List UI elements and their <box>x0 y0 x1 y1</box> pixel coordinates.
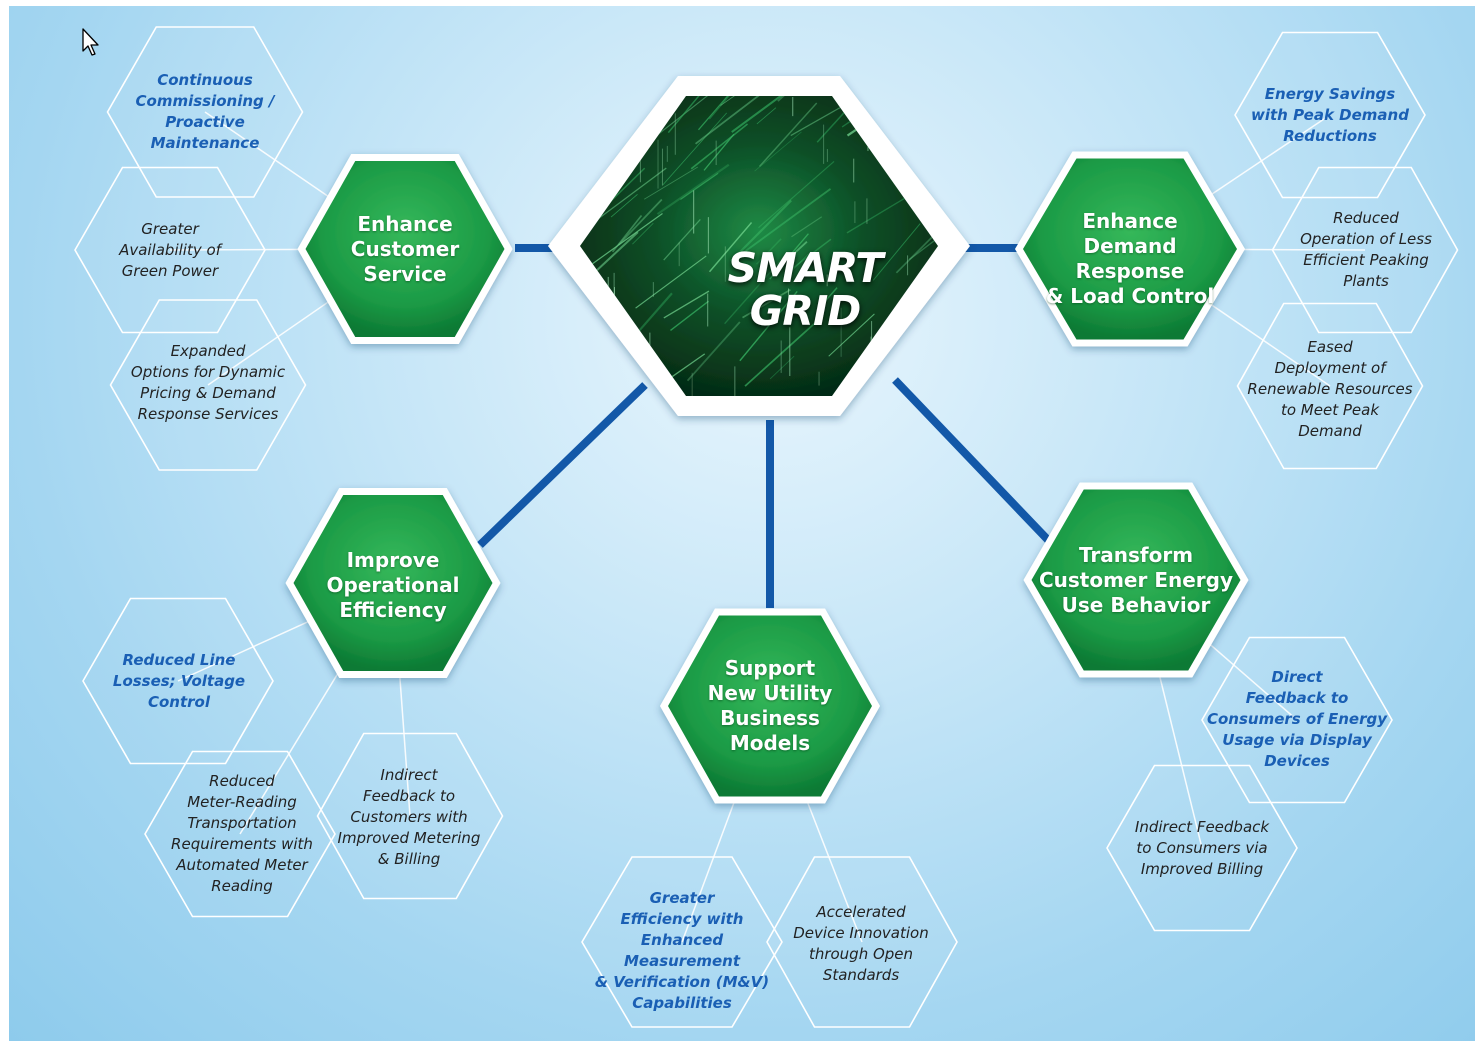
outcome-eased-deployment-renewables: Eased Deployment of Renewable Resources … <box>1247 338 1413 440</box>
outcome-greater-availability-green-power: Greater Availability of Green Power <box>119 220 221 280</box>
outcome-hexagon-energy-savings-peak-demand <box>1234 31 1426 199</box>
hub-label-support-new-utility-business-models: Support New Utility Business Models <box>707 656 833 755</box>
hub-support-new-utility-business-models <box>660 608 880 804</box>
diagram-canvas: SMART GRID Enhance Customer Service Enha… <box>9 6 1475 1041</box>
outcome-hexagon-greater-availability-green-power <box>74 166 266 334</box>
outcome-reduced-line-losses: Reduced Line Losses; Voltage Control <box>112 651 246 711</box>
outcome-hexagon-greater-efficiency-mv <box>581 856 783 1028</box>
outcome-hexagon-direct-feedback-display <box>1201 636 1393 804</box>
outcome-hexagon-eased-deployment-renewables <box>1236 302 1424 470</box>
outcome-hexagon-indirect-feedback-metering <box>316 732 504 900</box>
hub-enhance-demand-response <box>1015 151 1245 347</box>
outcome-greater-efficiency-mv: Greater Efficiency with Enhanced Measure… <box>594 889 770 1012</box>
arrow-pointer-icon <box>82 28 99 56</box>
outcome-direct-feedback-display: Direct Feedback to Consumers of Energy U… <box>1206 668 1387 770</box>
connector-line <box>477 382 648 548</box>
outcome-hexagon-expanded-options-dynamic-pricing <box>109 299 307 471</box>
outcome-hexes <box>74 26 1459 1028</box>
hub-label-enhance-demand-response: Enhance Demand Response & Load Control <box>1045 209 1215 308</box>
hub-label-improve-operational-efficiency: Improve Operational Efficiency <box>326 548 460 622</box>
hub-improve-operational-efficiency <box>285 488 501 678</box>
center-hexagon <box>548 76 970 416</box>
hub-label-transform-customer-energy-use: Transform Customer Energy Use Behavior <box>1038 543 1234 617</box>
smart-grid-title: SMART GRID <box>727 244 884 335</box>
hub-hexes <box>285 151 1249 804</box>
smart-grid-diagram <box>74 26 1459 1028</box>
outcome-hexagon-reduced-line-losses <box>82 597 274 765</box>
outcome-indirect-feedback-billing: Indirect Feedback to Consumers via Impro… <box>1134 818 1270 878</box>
outcome-hexagon-indirect-feedback-billing <box>1106 764 1298 932</box>
outcome-hexagon-accelerated-device-innovation <box>766 856 958 1028</box>
outcome-hexagon-reduced-meter-reading <box>144 750 336 918</box>
diagram-layer <box>9 6 1475 1041</box>
outcome-hexagon-continuous-commissioning <box>106 26 304 198</box>
outcome-reduced-operation-peaking-plants: Reduced Operation of Less Efficient Peak… <box>1300 209 1432 290</box>
outcome-reduced-meter-reading: Reduced Meter-Reading Transportation Req… <box>171 772 313 895</box>
hub-label-enhance-customer-service: Enhance Customer Service <box>350 212 460 286</box>
connector-line <box>892 377 1051 543</box>
outcome-accelerated-device-innovation: Accelerated Device Innovation through Op… <box>793 903 929 984</box>
outcome-expanded-options-dynamic-pricing: Expanded Options for Dynamic Pricing & D… <box>130 342 286 423</box>
label-layer: SMART GRID Enhance Customer Service Enha… <box>9 6 1475 1041</box>
outcome-hexagon-reduced-operation-peaking-plants <box>1271 166 1459 334</box>
hub-transform-customer-energy-use <box>1023 482 1249 678</box>
outcome-continuous-commissioning: Continuous Commissioning / Proactive Mai… <box>135 71 275 152</box>
hub-enhance-customer-service <box>297 154 513 344</box>
outcome-indirect-feedback-metering: Indirect Feedback to Customers with Impr… <box>337 766 481 868</box>
outcome-energy-savings-peak-demand: Energy Savings with Peak Demand Reductio… <box>1251 85 1409 145</box>
